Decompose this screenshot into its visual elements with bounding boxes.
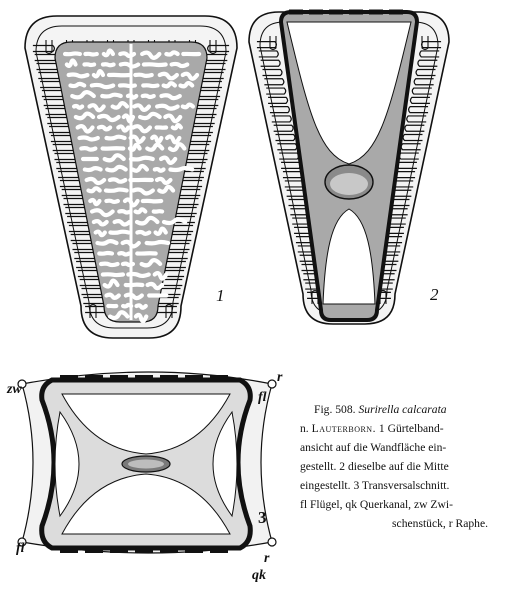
plastid-band bbox=[131, 158, 153, 160]
panel-number-3: 3 bbox=[258, 508, 267, 528]
caption-line-2: n. Lauterborn. 1 Gürtelband- bbox=[300, 419, 512, 438]
label-fl-bottom: fl bbox=[16, 541, 25, 557]
panel-number-2: 2 bbox=[430, 285, 439, 305]
plastid-band bbox=[74, 106, 82, 108]
figure-caption: Fig. 508. Surirella calcarata n. Lauterb… bbox=[300, 400, 512, 533]
raphe-knob bbox=[268, 380, 276, 388]
plastid-band bbox=[135, 75, 151, 76]
label-r-top: r bbox=[277, 370, 282, 386]
plastid-band bbox=[85, 168, 101, 170]
plastid-band bbox=[143, 96, 154, 97]
plastid-band bbox=[143, 201, 161, 202]
plastid-band bbox=[99, 127, 110, 130]
plastid-band bbox=[110, 232, 128, 233]
caption-line-1: Fig. 508. Surirella calcarata bbox=[300, 400, 512, 419]
plastid-band bbox=[99, 253, 112, 254]
nucleus-inner bbox=[330, 173, 368, 195]
plastid-band bbox=[183, 105, 193, 108]
caption-fig-number: Fig. 508. bbox=[314, 403, 356, 416]
plastid-band bbox=[92, 85, 113, 87]
plastid-band bbox=[155, 169, 164, 171]
diatom-girdle-view-surface bbox=[16, 4, 246, 350]
diatom-transverse-section bbox=[0, 342, 290, 588]
plastid-band bbox=[103, 64, 114, 65]
plastid-band bbox=[101, 264, 118, 265]
plastid-band bbox=[81, 148, 95, 150]
caption-species: Surirella calcarata bbox=[358, 403, 446, 416]
caption-line-4: gestellt. 2 dieselbe auf die Mitte bbox=[300, 457, 512, 476]
plastid-band bbox=[65, 53, 80, 54]
plastid-band bbox=[166, 52, 177, 54]
transverse-section-drawing bbox=[18, 372, 276, 553]
plastid-band bbox=[120, 85, 135, 86]
plastid-band bbox=[119, 211, 130, 212]
caption-author: Lauterborn. bbox=[312, 422, 376, 435]
plastid-band bbox=[70, 84, 84, 86]
caption-line-7: schenstück, r Raphe. bbox=[300, 514, 512, 533]
plastid-band bbox=[137, 232, 149, 234]
plastid-band bbox=[102, 95, 120, 97]
label-r-bottom: r bbox=[264, 551, 269, 567]
plastid-band bbox=[107, 137, 125, 139]
label-fl-top: fl bbox=[258, 390, 267, 406]
plastid-band bbox=[170, 168, 192, 170]
caption-line-3: ansicht auf die Wandfläche ein- bbox=[300, 438, 512, 457]
caption-author-prefix: n. bbox=[300, 422, 309, 435]
panel-number-1: 1 bbox=[216, 286, 225, 306]
plastid-band bbox=[103, 274, 123, 275]
raphe-knob bbox=[268, 538, 276, 546]
plastid-band bbox=[97, 241, 116, 244]
caption-line1-rest: 1 Gürtelband- bbox=[379, 422, 444, 435]
label-qk: qk bbox=[252, 568, 266, 584]
plastid-band bbox=[69, 75, 88, 77]
caption-line-6: fl Flügel, qk Querkanal, zw Zwi- bbox=[300, 495, 512, 514]
plastid-band bbox=[172, 64, 188, 66]
caption-line-5: eingestellt. 3 Transversalschnitt. bbox=[300, 476, 512, 495]
diatom-girdle-view-middle bbox=[242, 4, 457, 334]
plastid-band bbox=[106, 190, 127, 191]
plastid-band bbox=[110, 179, 125, 181]
plastid-band bbox=[85, 54, 96, 55]
plastid-band bbox=[119, 253, 129, 254]
plastid-band bbox=[147, 242, 168, 243]
plastid-band bbox=[137, 305, 146, 307]
plastid-band bbox=[144, 64, 166, 65]
plastid-band bbox=[143, 85, 157, 86]
plastid-band bbox=[106, 201, 118, 202]
plastid-band bbox=[84, 64, 94, 65]
plastid-band bbox=[79, 137, 97, 139]
label-zw: zw bbox=[7, 382, 22, 398]
nucleus-inner bbox=[128, 460, 164, 469]
